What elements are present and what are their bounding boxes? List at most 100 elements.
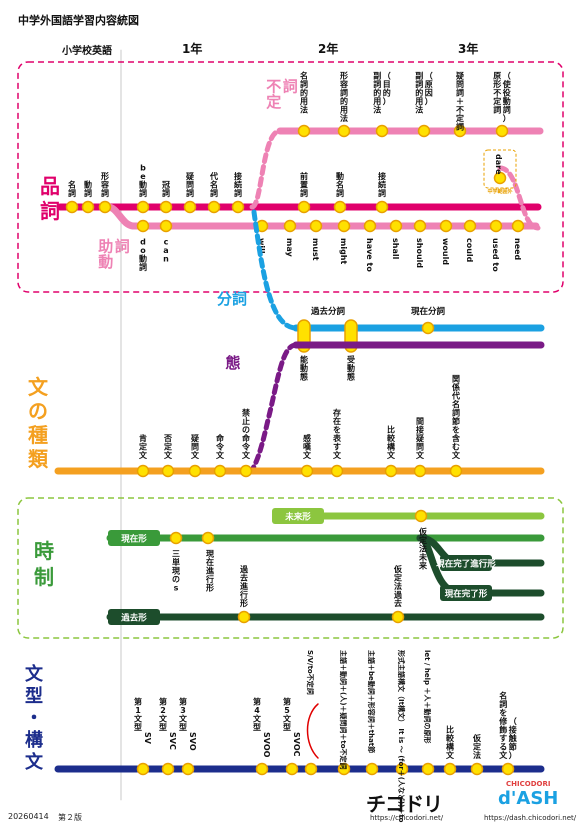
svg-text:来: 来 (418, 561, 428, 571)
svg-text:令: 令 (215, 442, 225, 452)
svg-text:文: 文 (164, 450, 173, 460)
shurui-station (449, 464, 463, 478)
futei-station (297, 124, 311, 138)
year-2: 2年 (318, 42, 339, 56)
svg-text:む: む (452, 443, 460, 452)
futei-station (375, 124, 389, 138)
svg-text:e: e (140, 172, 146, 181)
svg-text:動: 動 (98, 253, 113, 271)
svg-text:詞: 詞 (340, 88, 348, 98)
footer-date: 20260414 (8, 812, 49, 821)
futei-branch (249, 128, 283, 210)
jisei-box (17, 497, 564, 639)
past-line-label-bg (108, 609, 160, 625)
svg-text:容: 容 (100, 180, 109, 190)
year-3: 3年 (458, 42, 479, 56)
hinshi-station (159, 200, 173, 214)
svg-text:動: 動 (84, 180, 92, 190)
svg-text:詞: 詞 (210, 188, 218, 198)
svg-text:問: 問 (416, 443, 424, 452)
svg-text:原: 原 (425, 80, 433, 89)
svg-text:命: 命 (215, 433, 225, 443)
svg-text:詞: 詞 (162, 188, 170, 198)
svg-text:名: 名 (68, 180, 76, 190)
svg-text:態: 態 (300, 372, 308, 382)
aux-station (159, 219, 173, 233)
kobun-station-label: S/V/to不定詞 (306, 650, 315, 695)
svg-text:代: 代 (451, 391, 460, 401)
svg-text:型: 型 (179, 722, 187, 732)
svg-text:詞: 詞 (415, 79, 423, 89)
svg-text:含: 含 (452, 433, 461, 443)
svg-text:接: 接 (234, 171, 242, 181)
jisei-station (201, 531, 215, 545)
svg-text:名: 名 (210, 180, 218, 190)
svg-text:詞: 詞 (186, 188, 194, 198)
hinshi-station (375, 200, 389, 214)
hinshi-station (231, 200, 245, 214)
hinshi-station (297, 200, 311, 214)
svg-text:文: 文 (191, 450, 200, 460)
kobun-label: 文 (25, 663, 44, 685)
svg-text:詞: 詞 (493, 105, 501, 115)
dare-box (483, 149, 517, 189)
kobun-station (161, 762, 175, 776)
svg-text:）: ） (425, 96, 433, 106)
hinshi-station-label: 冠詞 (162, 181, 170, 199)
kobun-label: 文 (25, 751, 44, 773)
svg-text:型: 型 (134, 722, 142, 732)
svg-text:形: 形 (206, 583, 214, 593)
kobun-station-label: 仮定法 (472, 733, 482, 760)
svg-text:a: a (163, 246, 168, 255)
hinshi-station-label: 名詞 (68, 180, 76, 199)
shurui-station-label: 疑問文 (191, 433, 200, 460)
svg-text:因: 因 (425, 89, 433, 98)
svg-text:形: 形 (340, 71, 348, 81)
svg-text:詞: 詞 (283, 78, 298, 96)
svg-text:疑: 疑 (416, 433, 424, 443)
svg-text:動: 動 (336, 171, 344, 181)
hinshi-station-label: 代名詞 (209, 171, 218, 198)
svg-text:較: 較 (387, 433, 396, 443)
svg-text:不: 不 (493, 89, 501, 98)
hinshi-station (183, 200, 197, 214)
svg-text:文: 文 (303, 450, 312, 460)
chicodori-logo: チコドリ (366, 792, 443, 816)
aux-station (439, 219, 453, 233)
shurui-station-label: 感嘆文 (303, 433, 312, 460)
svg-text:容: 容 (339, 79, 348, 89)
svg-text:（: （ (383, 71, 391, 81)
shurui-station (300, 464, 314, 478)
jisei-station (169, 531, 183, 545)
hinshi-station-label: 動詞 (84, 180, 92, 199)
kobun-station (337, 762, 351, 776)
svg-text:用: 用 (372, 97, 381, 106)
svg-text:禁: 禁 (241, 408, 250, 418)
svg-text:続: 続 (378, 180, 386, 190)
svg-text:d: d (140, 238, 146, 247)
futei-station-label: 疑問詞＋不定詞 (455, 71, 464, 132)
svg-text:c: c (164, 238, 169, 247)
aux-label: have to (365, 238, 374, 272)
hinshi-station (136, 200, 150, 214)
svg-text:受: 受 (347, 355, 355, 365)
svg-text:使: 使 (502, 79, 512, 89)
svg-text:詞: 詞 (378, 188, 386, 198)
hinshi-station-label: 動名詞 (336, 171, 344, 198)
svg-text:b: b (140, 164, 146, 173)
kobun-station-label: SV (143, 732, 152, 745)
futei-label: 不定詞 (266, 78, 298, 112)
svg-text:第: 第 (253, 697, 261, 707)
aux-label: must (311, 238, 320, 261)
svg-text:定: 定 (266, 93, 281, 111)
svg-text:詞: 詞 (456, 122, 464, 132)
aux-label: need (513, 238, 522, 261)
kobun-station (443, 762, 457, 776)
aux-label: will (257, 238, 266, 254)
